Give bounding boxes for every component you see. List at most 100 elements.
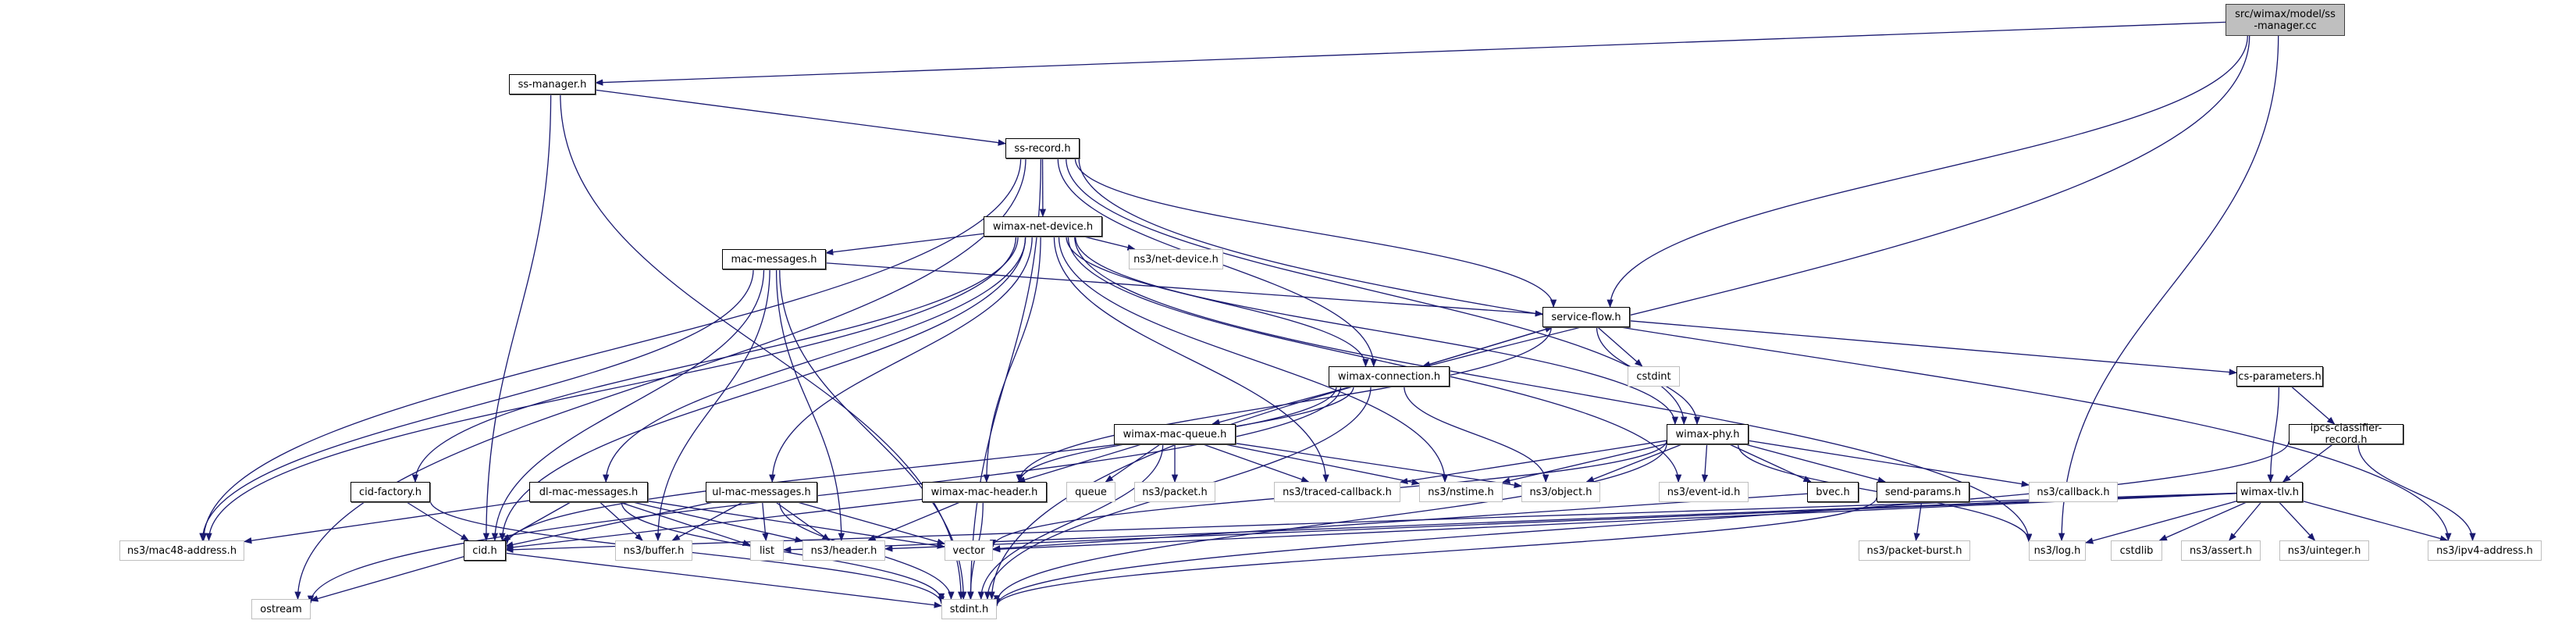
node-label: ipcs-classifier-record.h [2310,423,2382,446]
edge-root-to-ns3-log [2058,35,2279,542]
node-ns3-object[interactable]: ns3/object.h [1521,482,1600,502]
edge-wimax-connection-to-cid [502,386,1337,547]
node-label: ul-mac-messages.h [712,486,811,498]
node-send-params[interactable]: send-params.h [1877,482,1969,502]
edge-mac-messages-to-service-flow [825,262,1544,317]
edge-mac-messages-to-ns3-mac48-address [199,269,754,542]
edge-wimax-net-device-to-ns3-nstime [1058,236,1449,483]
node-ns3-log[interactable]: ns3/log.h [2029,540,2086,561]
edge-cs-parameters-to-wimax-tlv [2267,386,2280,483]
node-ns3-event-id[interactable]: ns3/event-id.h [1659,482,1749,502]
node-label: cstdlib [2119,544,2154,557]
edge-send-params-to-ns3-packet-burst [1913,501,1923,542]
edge-wimax-tlv-to-cid [504,492,2237,553]
node-label: wimax-mac-queue.h [1123,428,1227,440]
node-cstdint[interactable]: cstdint [1628,366,1680,387]
node-ns3-traced-callback[interactable]: ns3/traced-callback.h [1274,482,1400,502]
node-ns3-assert[interactable]: ns3/assert.h [2181,540,2261,561]
node-ostream[interactable]: ostream [251,599,311,619]
node-ns3-header[interactable]: ns3/header.h [802,540,885,561]
node-ipcs-classifier-record[interactable]: ipcs-classifier-record.h [2289,423,2403,446]
node-queue[interactable]: queue [1066,482,1115,502]
edge-cid-factory-to-cid [406,501,469,541]
node-ns3-buffer[interactable]: ns3/buffer.h [615,540,692,561]
edge-wimax-phy-to-ns3-object [1585,444,1682,483]
edge-wimax-connection-to-ostream [307,386,1342,604]
edge-wimax-mac-queue-to-ns3-nstime [1225,444,1421,486]
edge-dl-mac-messages-to-cid [502,501,571,541]
node-wimax-net-device[interactable]: wimax-net-device.h [984,216,1102,237]
node-ns3-ipv4-address[interactable]: ns3/ipv4-address.h [2428,540,2542,561]
node-label: send-params.h [1884,486,1962,498]
node-label: wimax-tlv.h [2240,486,2300,498]
node-label: ns3/uinteger.h [2287,544,2361,557]
node-cstdlib[interactable]: cstdlib [2111,540,2162,561]
edge-wimax-phy-to-ns3-traced-callback [1399,440,1667,485]
edge-wimax-tlv-to-ns3-assert [2229,501,2262,541]
edge-wimax-net-device-to-ns3-traced-callback [1053,236,1329,483]
node-vector[interactable]: vector [945,540,993,561]
node-label: cs-parameters.h [2238,370,2322,383]
node-ul-mac-messages[interactable]: ul-mac-messages.h [706,482,817,502]
node-wimax-tlv[interactable]: wimax-tlv.h [2236,482,2303,502]
node-dl-mac-messages[interactable]: dl-mac-messages.h [529,482,648,502]
edge-wimax-phy-to-stdint [993,444,1667,604]
node-cid[interactable]: cid.h [464,540,506,561]
node-ss-record[interactable]: ss-record.h [1005,138,1080,159]
node-stdint[interactable]: stdint.h [941,599,997,619]
edge-wimax-tlv-to-cstdlib [2158,501,2247,541]
node-ns3-uinteger[interactable]: ns3/uinteger.h [2279,540,2369,561]
node-label: ss-manager.h [518,78,587,91]
node-cid-factory[interactable]: cid-factory.h [350,482,430,502]
node-ss-manager[interactable]: ss-manager.h [509,74,596,94]
node-mac-messages[interactable]: mac-messages.h [722,249,826,269]
edge-wimax-phy-to-ns3-callback [1748,440,2030,487]
node-ns3-callback[interactable]: ns3/callback.h [2029,482,2118,502]
edge-wimax-net-device-to-ns3-log [1074,236,2033,543]
node-label: ns3/packet-burst.h [1866,544,1962,557]
node-ns3-packet[interactable]: ns3/packet.h [1134,482,1215,502]
node-label: ns3/event-id.h [1667,486,1741,498]
node-label: cid.h [472,544,497,557]
node-wimax-mac-queue[interactable]: wimax-mac-queue.h [1114,424,1236,444]
node-label: bvec.h [1816,486,1850,498]
node-ns3-nstime[interactable]: ns3/nstime.h [1419,482,1503,502]
node-wimax-mac-header[interactable]: wimax-mac-header.h [922,482,1047,502]
edge-ss-record-to-ostream [294,158,1026,601]
node-bvec[interactable]: bvec.h [1807,482,1859,502]
edge-ul-mac-messages-to-list [762,501,769,542]
node-service-flow[interactable]: service-flow.h [1542,307,1630,327]
edge-send-params-to-stdint [994,497,1877,607]
edge-dl-mac-messages-to-list [619,501,751,546]
node-label: service-flow.h [1551,311,1621,323]
node-label: ns3/object.h [1529,486,1592,498]
node-wimax-connection[interactable]: wimax-connection.h [1329,366,1450,387]
node-list[interactable]: list [750,540,784,561]
edge-wimax-mac-queue-to-stdint [977,444,1164,601]
node-ns3-packet-burst[interactable]: ns3/packet-burst.h [1859,540,1970,561]
edge-wimax-net-device-to-wimax-mac-header [983,236,1041,483]
edge-wimax-phy-to-send-params [1745,444,1887,483]
edge-wimax-mac-header-to-ns3-header [867,501,961,541]
edge-mac-messages-to-ns3-header [775,269,845,542]
edge-wimax-net-device-to-mac-messages [824,233,984,255]
node-label: mac-messages.h [731,253,817,266]
node-ns3-mac48-address[interactable]: ns3/mac48-address.h [119,540,244,561]
edge-wimax-phy-to-bvec [1729,444,1812,483]
edge-service-flow-to-cstdint [1597,326,1643,367]
edge-ipcs-classifier-record-to-wimax-tlv [2282,444,2333,483]
node-ns3-net-device[interactable]: ns3/net-device.h [1129,249,1223,269]
edge-dl-mac-messages-to-ns3-header [632,501,804,543]
node-root[interactable]: src/wimax/model/ss -manager.cc [2226,4,2345,36]
edge-wimax-tlv-to-ns3-header [884,493,2237,552]
edge-ul-mac-messages-to-ns3-buffer [671,501,743,541]
edge-ul-mac-messages-to-cid [504,501,714,548]
edge-ul-mac-messages-to-ns3-header [775,501,831,541]
edge-wimax-net-device-to-dl-mac-messages [603,236,1026,483]
node-cs-parameters[interactable]: cs-parameters.h [2236,366,2323,387]
edge-wimax-mac-queue-to-ns3-traced-callback [1203,444,1310,483]
edge-cid-to-ostream [310,556,464,602]
edge-wimax-net-device-to-ul-mac-messages [769,236,1033,483]
node-wimax-phy[interactable]: wimax-phy.h [1667,424,1749,444]
